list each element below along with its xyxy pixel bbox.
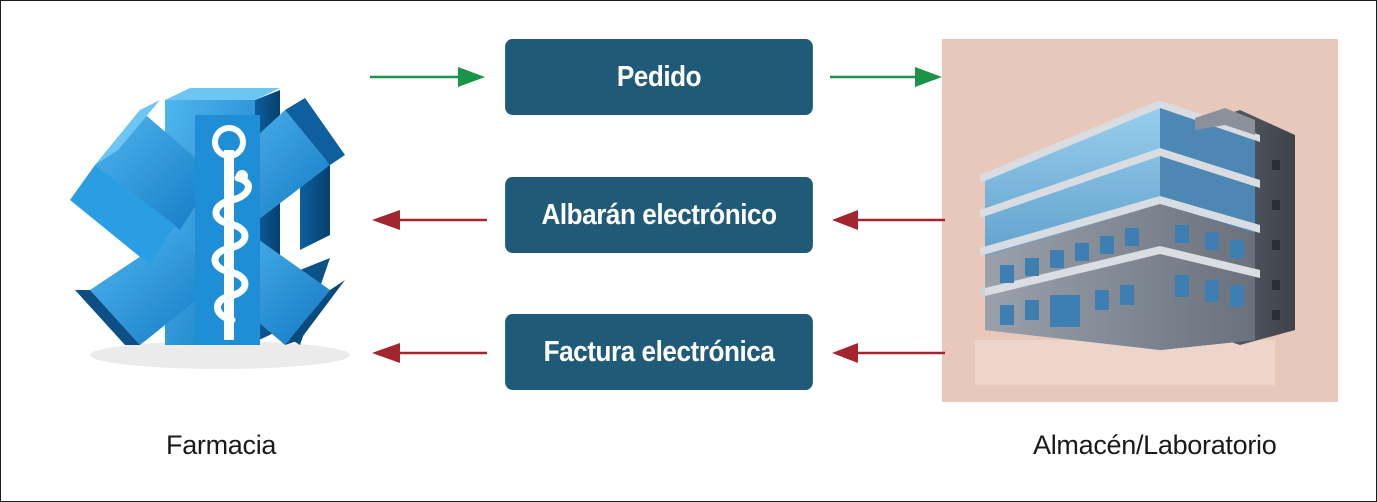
message-label-albaran: Albarán electrónico bbox=[541, 198, 777, 231]
message-box-pedido: Pedido bbox=[505, 39, 813, 115]
arrow-albaran-in bbox=[832, 210, 945, 230]
message-label-factura: Factura electrónica bbox=[543, 335, 775, 368]
node-label-farmacia: Farmacia bbox=[166, 430, 277, 460]
message-box-albaran: Albarán electrónico bbox=[505, 177, 813, 253]
node-label-almacen: Almacén/Laboratorio bbox=[1033, 430, 1277, 460]
arrow-pedido-in bbox=[370, 67, 485, 87]
message-label-pedido: Pedido bbox=[616, 60, 702, 93]
arrow-albaran-out bbox=[372, 210, 487, 230]
star-of-life-icon bbox=[70, 88, 350, 369]
arrow-factura-in bbox=[832, 343, 945, 363]
arrow-pedido-out bbox=[830, 67, 942, 87]
message-box-factura: Factura electrónica bbox=[505, 314, 813, 390]
arrow-factura-out bbox=[372, 343, 487, 363]
office-building-icon bbox=[975, 100, 1295, 385]
